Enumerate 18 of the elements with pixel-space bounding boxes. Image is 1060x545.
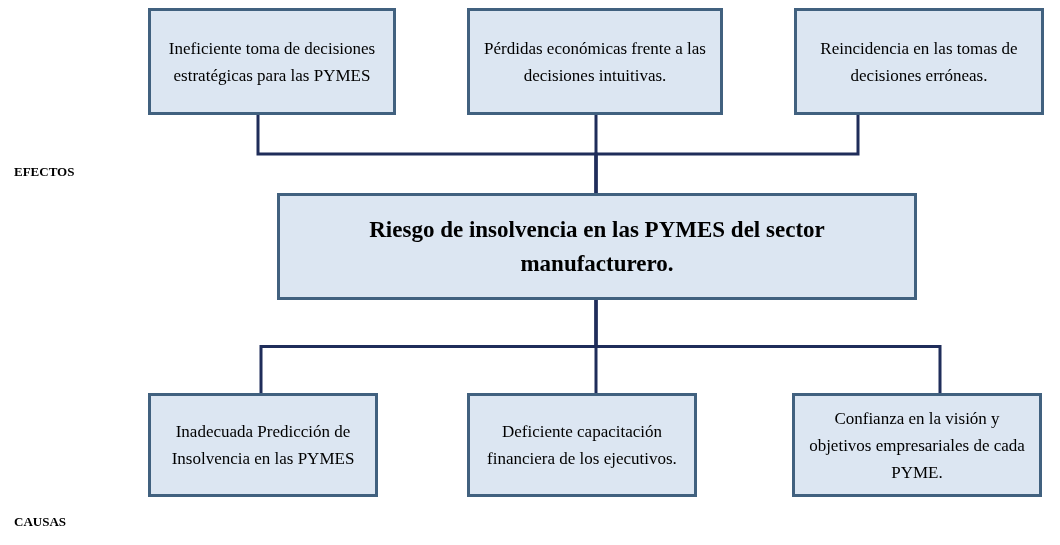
box-text: Ineficiente toma de decisiones estratégicas para las PYMES	[167, 37, 377, 87]
cause-box	[467, 393, 697, 497]
box-text: Confianza en la visión y objetivos empresariales de cada PYME.	[808, 407, 1026, 484]
effect-box	[467, 8, 723, 115]
box-text: Reincidencia en las tomas de decisiones erróneas.	[819, 37, 1019, 87]
cause-box	[148, 393, 378, 497]
box-text: Deficiente capacitación financiera de los ejecutivos.	[486, 421, 678, 470]
box-text: Pérdidas económicas frente a las decisiones intuitivas.	[483, 37, 707, 87]
connector-line	[594, 115, 860, 193]
box-text: Inadecuada Predicción de Insolvencia en las PYMES	[170, 421, 356, 470]
section-label: CAUSAS	[14, 513, 66, 531]
section-label: EFECTOS	[14, 163, 75, 181]
cause-box	[792, 393, 1042, 497]
effect-box	[148, 8, 396, 115]
connector-line	[594, 300, 942, 393]
problem-box	[277, 193, 917, 300]
effect-box	[794, 8, 1044, 115]
problem-text: Riesgo de insolvencia en las PYMES del sector manufacturero.	[368, 215, 826, 278]
